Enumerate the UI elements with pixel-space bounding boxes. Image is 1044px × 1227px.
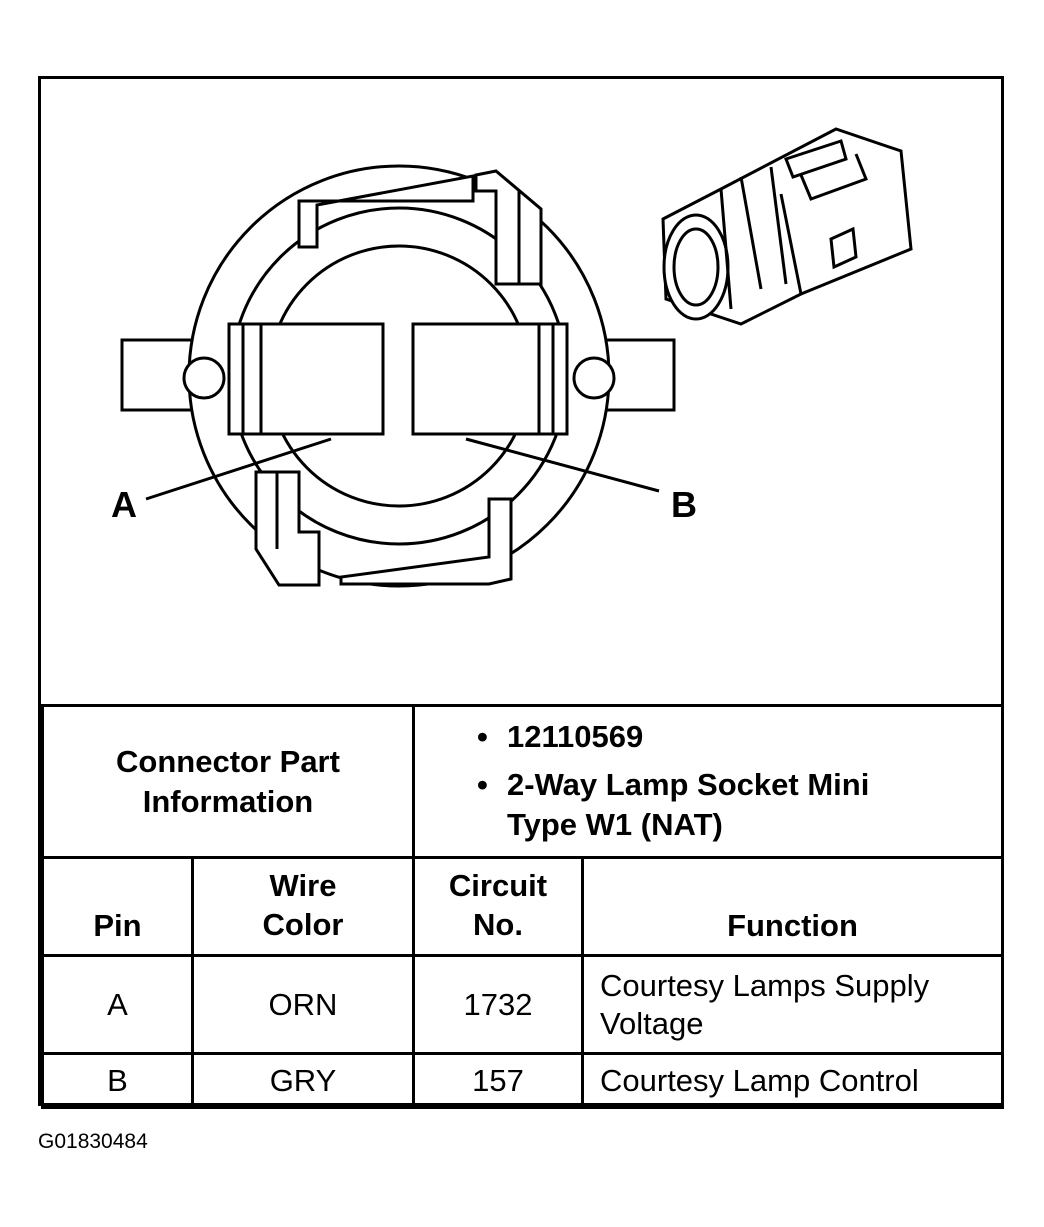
leader-b	[465, 437, 660, 493]
leader-a	[145, 437, 332, 501]
part-description: 2-Way Lamp Socket Mini Type W1 (NAT)	[507, 766, 870, 842]
part-info-row: Connector Part Information •12110569 •2-…	[41, 704, 1004, 859]
part-info-cell: •12110569 •2-Way Lamp Socket Mini Type W…	[412, 704, 1004, 859]
figure-id: G01830484	[38, 1130, 148, 1153]
part-description-item: •2-Way Lamp Socket Mini Type W1 (NAT)	[477, 766, 870, 842]
header-circuit-no: Circuit No.	[448, 868, 548, 942]
lug-bottom-left	[254, 470, 321, 587]
lug-top-left	[297, 174, 475, 249]
right-hole	[572, 356, 616, 400]
row-b-function: Courtesy Lamp Control	[581, 1052, 1004, 1109]
connector-info-table: Connector Part Information •12110569 •2-…	[41, 704, 1004, 1109]
contact-b	[411, 322, 569, 436]
row-a-function: Courtesy Lamps Supply Voltage	[600, 967, 930, 1041]
pin-label-a: A	[111, 484, 137, 525]
part-number: 12110569	[507, 718, 644, 754]
part-info-list: •12110569 •2-Way Lamp Socket Mini Type W…	[415, 711, 1001, 845]
row-a-wire-color: ORN	[191, 954, 415, 1055]
table-row: B GRY 157 Courtesy Lamp Control	[41, 1052, 1004, 1109]
connector-part-label: Connector Part Information	[116, 743, 340, 819]
header-function: Function	[581, 856, 1004, 957]
table-row: A ORN 1732 Courtesy Lamps Supply Voltage	[41, 954, 1004, 1055]
figure-frame: A B Connector Part Information •12110569…	[38, 76, 1004, 1109]
connector-part-label-cell: Connector Part Information	[41, 704, 415, 859]
header-row: Pin Wire Color Circuit No. Function	[41, 856, 1004, 957]
contact-a	[227, 322, 385, 436]
lug-bottom-right	[339, 497, 513, 586]
connector-diagram: A B	[41, 79, 1001, 704]
left-hole	[182, 356, 226, 400]
connector-perspective-view	[661, 127, 913, 326]
row-b-pin: B	[41, 1052, 194, 1109]
part-number-item: •12110569	[477, 718, 644, 754]
row-b-wire-color: GRY	[191, 1052, 415, 1109]
pin-label-b: B	[671, 484, 697, 525]
header-pin: Pin	[41, 856, 194, 957]
connector-drawing	[120, 127, 913, 588]
row-a-circuit: 1732	[412, 954, 584, 1055]
left-tab	[120, 338, 194, 412]
row-a-pin: A	[41, 954, 194, 1055]
header-wire-color: Wire Color	[262, 868, 344, 942]
row-b-circuit: 157	[412, 1052, 584, 1109]
